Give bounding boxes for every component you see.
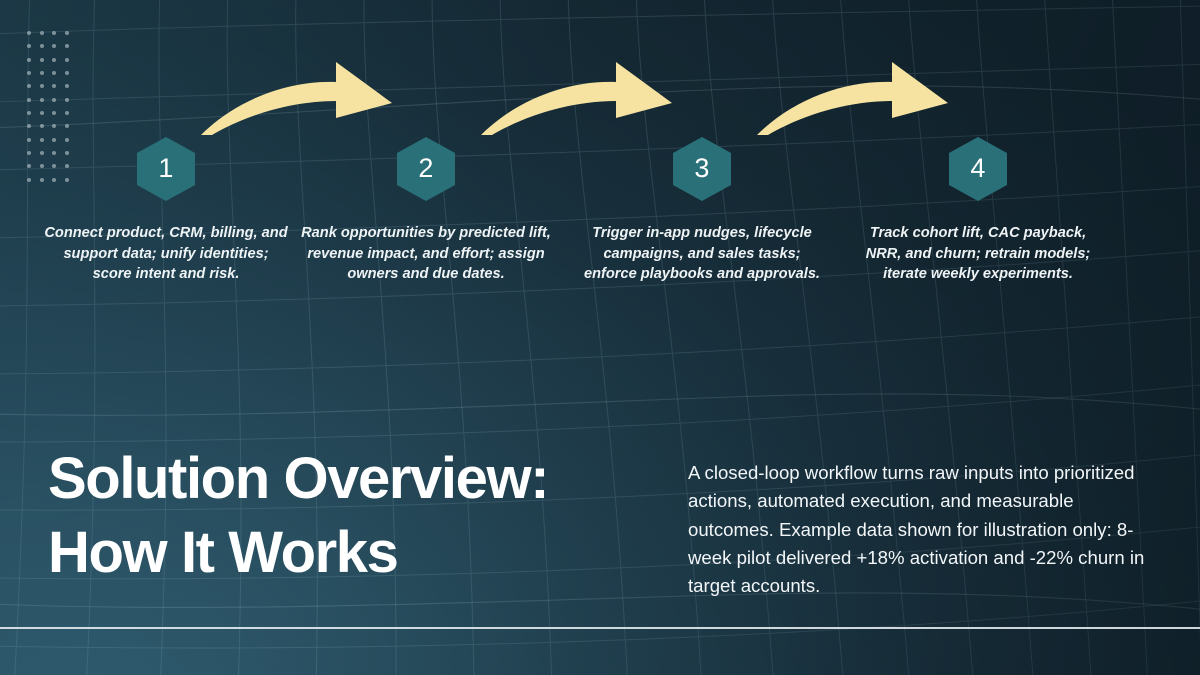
step-3-badge-wrap: 3 xyxy=(564,137,840,201)
step-1-number: 1 xyxy=(158,152,174,183)
grid-dot xyxy=(52,150,56,155)
process-step-1: 1 Connect product, CRM, billing, and sup… xyxy=(28,137,304,285)
grid-dot xyxy=(39,137,44,142)
process-step-4: 4 Track cohort lift, CAC payback, NRR, a… xyxy=(840,137,1116,285)
grid-dot xyxy=(27,150,31,155)
grid-dot xyxy=(27,44,31,49)
grid-dot xyxy=(64,150,69,155)
grid-dot xyxy=(64,137,69,142)
step-3-number: 3 xyxy=(694,152,710,183)
process-step-3: 3 Trigger in-app nudges, lifecycle campa… xyxy=(564,137,840,285)
grid-dot xyxy=(52,137,56,142)
grid-dot xyxy=(27,177,31,182)
grid-dot xyxy=(64,97,69,102)
grid-dot xyxy=(64,70,69,75)
grid-dot xyxy=(39,84,44,89)
step-4-number: 4 xyxy=(970,152,986,183)
grid-dot xyxy=(52,44,56,49)
grid-dot xyxy=(39,97,44,102)
grid-dot xyxy=(64,57,69,62)
grid-dot xyxy=(27,70,31,75)
step-2-badge-wrap: 2 xyxy=(288,137,564,201)
dot-grid-decoration xyxy=(27,31,77,191)
slide-body-text: A closed-loop workflow turns raw inputs … xyxy=(688,462,1145,596)
grid-dot xyxy=(64,84,69,89)
grid-dot xyxy=(27,110,31,115)
grid-dot xyxy=(27,97,31,102)
grid-dot xyxy=(39,31,44,35)
grid-dot xyxy=(39,124,44,129)
grid-dot xyxy=(39,177,44,182)
grid-dot xyxy=(39,57,44,62)
grid-dot xyxy=(64,44,69,49)
step-1-description: Connect product, CRM, billing, and suppo… xyxy=(44,225,288,283)
hexagon-badge-2: 2 xyxy=(397,137,455,201)
grid-dot xyxy=(64,164,69,169)
grid-dot xyxy=(27,31,31,35)
grid-dot xyxy=(64,124,69,129)
grid-dot xyxy=(64,177,69,182)
step-4-badge-wrap: 4 xyxy=(840,137,1116,201)
step-2-description: Rank opportunities by predicted lift, re… xyxy=(301,225,551,283)
grid-dot xyxy=(39,164,44,169)
grid-dot xyxy=(52,110,56,115)
grid-dot xyxy=(27,124,31,129)
grid-dot xyxy=(27,164,31,169)
grid-dot xyxy=(52,177,56,182)
grid-dot xyxy=(52,124,56,129)
grid-dot xyxy=(27,84,31,89)
grid-dot xyxy=(64,31,69,35)
grid-dot xyxy=(52,31,56,35)
hexagon-badge-3: 3 xyxy=(673,137,731,201)
slide-title: Solution Overview: How It Works xyxy=(48,446,550,586)
grid-dot xyxy=(52,84,56,89)
grid-dot xyxy=(64,110,69,115)
grid-dot xyxy=(27,137,31,142)
hexagon-badge-1: 1 xyxy=(137,137,195,201)
step-3-description: Trigger in-app nudges, lifecycle campaig… xyxy=(583,225,820,283)
step-2-number: 2 xyxy=(418,152,434,183)
grid-dot xyxy=(52,164,56,169)
grid-dot xyxy=(52,97,56,102)
hexagon-badge-4: 4 xyxy=(949,137,1007,201)
grid-dot xyxy=(52,70,56,75)
grid-dot xyxy=(39,110,44,115)
grid-dot xyxy=(39,70,44,75)
grid-dot xyxy=(39,150,44,155)
grid-dot xyxy=(27,57,31,62)
bottom-divider xyxy=(0,627,1200,629)
process-step-2: 2 Rank opportunities by predicted lift, … xyxy=(288,137,564,285)
step-1-badge-wrap: 1 xyxy=(28,137,304,201)
grid-dot xyxy=(39,44,44,49)
step-4-description: Track cohort lift, CAC payback, NRR, and… xyxy=(865,225,1091,283)
grid-dot xyxy=(52,57,56,62)
